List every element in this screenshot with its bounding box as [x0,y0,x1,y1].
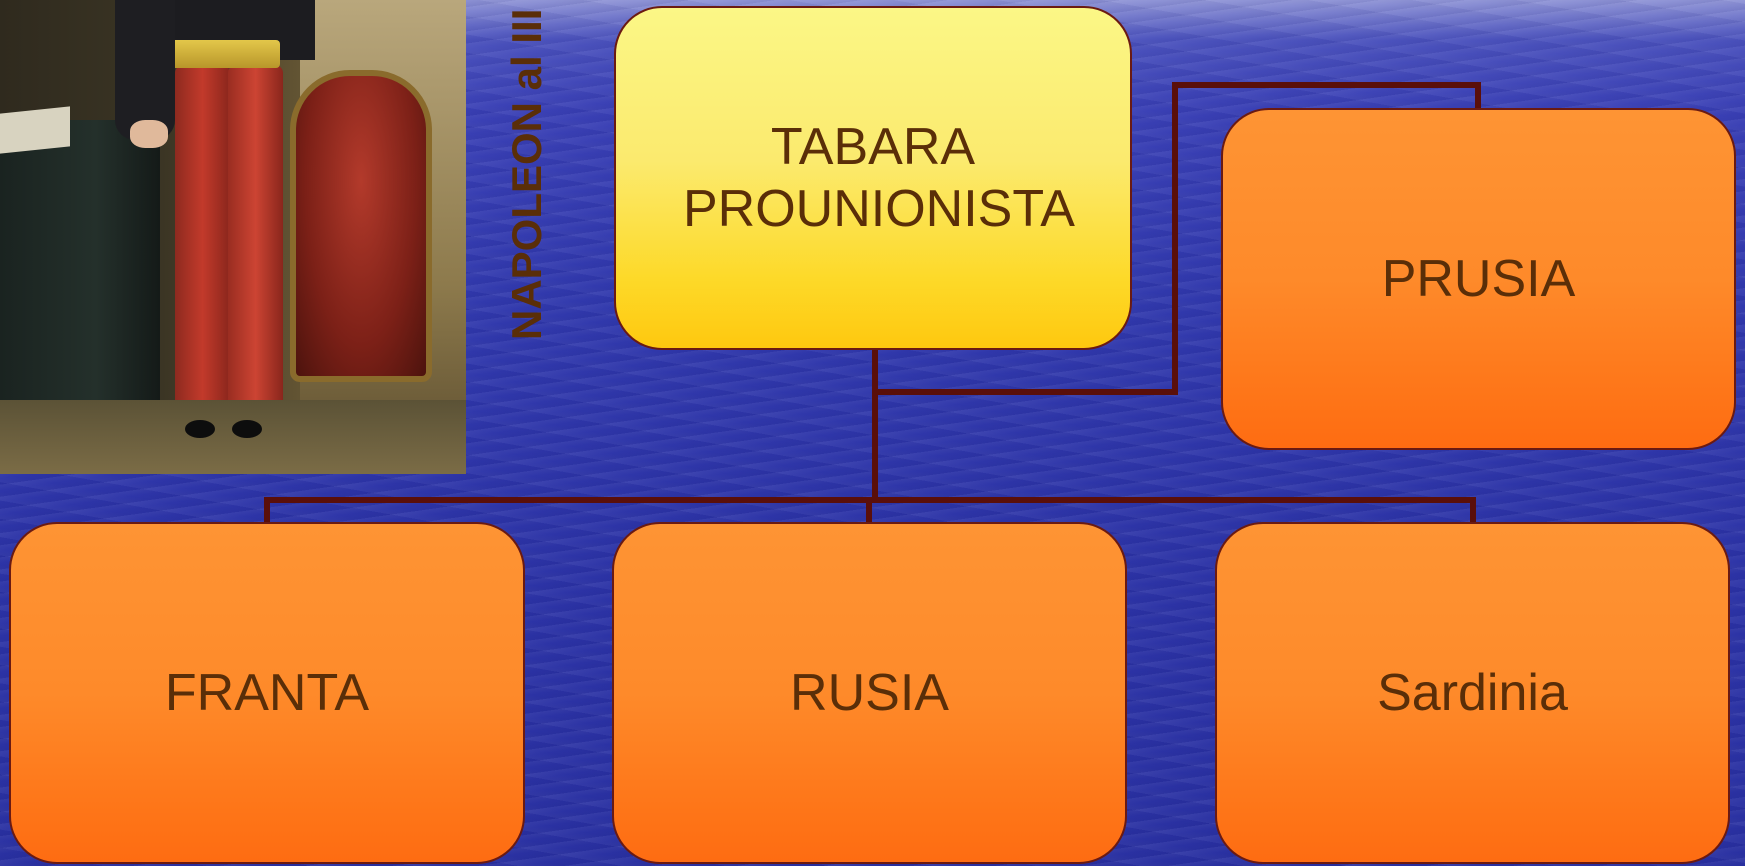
portrait-shoe-right [232,420,262,438]
portrait-table [0,120,160,430]
portrait-floor [0,400,466,474]
portrait-chair [290,70,432,382]
portrait-sash [170,40,280,68]
portrait-papers [0,106,70,154]
portrait-shoe-left [185,420,215,438]
side-box-label: PRUSIA [1381,250,1576,308]
child-box-rusia: RUSIA [612,522,1127,864]
root-box-label: TABARA PROUNIONISTA [683,118,1075,238]
portrait-sleeve [115,0,175,140]
child-box-sardinia: Sardinia [1215,522,1730,864]
portrait-leg-right [228,65,283,415]
child-box-label: FRANTA [164,664,370,722]
portrait-leg-left [175,65,230,425]
napoleon-portrait-image [0,0,466,474]
child-box-label: Sardinia [1377,664,1568,722]
portrait-hand [130,120,168,148]
connector-children-bus [264,497,1476,522]
slide-title: NAPOLEON al III [505,8,549,340]
child-box-franta: FRANTA [9,522,525,864]
root-box: TABARA PROUNIONISTA [614,6,1132,350]
child-box-label: RUSIA [790,664,949,722]
side-box-prusia: PRUSIA [1221,108,1736,450]
